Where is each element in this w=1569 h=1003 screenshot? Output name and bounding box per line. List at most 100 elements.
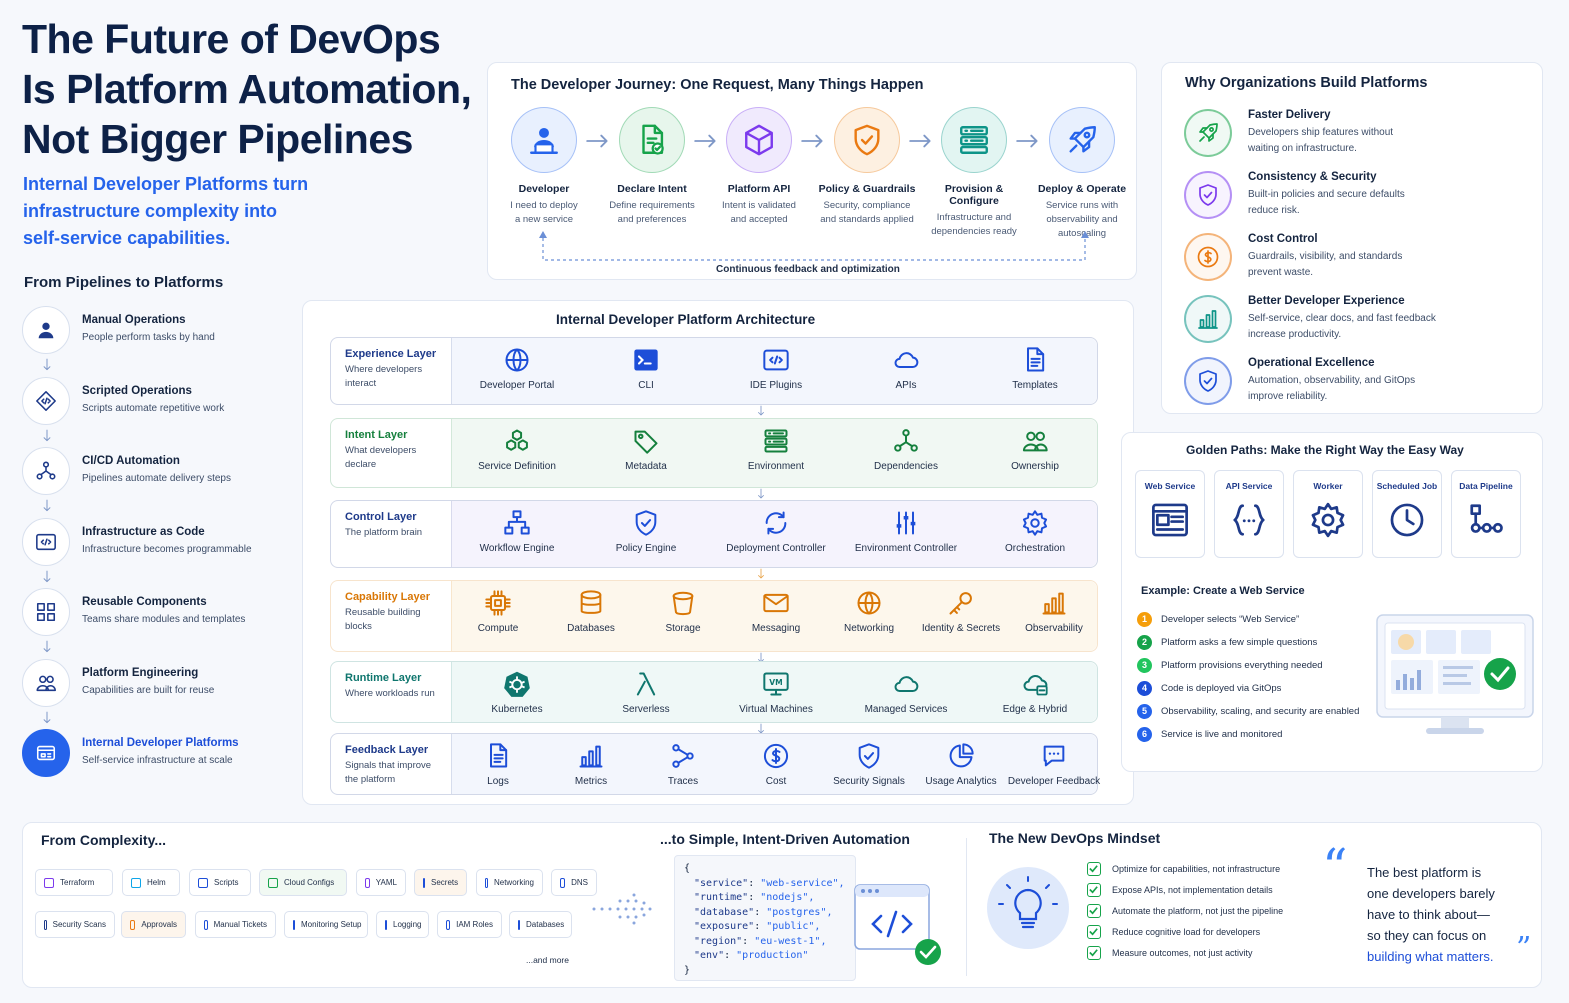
layer-item: Templates — [980, 346, 1090, 392]
layer-item-label: Metadata — [625, 461, 667, 472]
layer-item: Security Signals — [814, 742, 924, 788]
arrow-down-icon — [755, 568, 767, 580]
layer-item: VM Virtual Machines — [721, 670, 831, 716]
bucket-icon — [628, 589, 738, 617]
layer-name: Intent Layer — [345, 429, 408, 441]
step-number: 5 — [1137, 704, 1152, 719]
chip-label: Security Scans — [52, 920, 106, 929]
layer-item-label: Edge & Hybrid — [1002, 704, 1068, 715]
mindset-item-text: Optimize for capabilities, not infrastru… — [1112, 864, 1281, 874]
complexity-chip: DNS — [551, 869, 597, 896]
chip-icon — [268, 877, 278, 888]
check-icon — [1087, 946, 1101, 960]
golden-path-card[interactable]: Data Pipeline — [1451, 470, 1521, 558]
blocks-icon — [22, 588, 70, 636]
chip-label: Cloud Configs — [284, 878, 335, 887]
code-value: "nodejs", — [760, 892, 815, 903]
code-diamond-icon — [22, 377, 70, 425]
sliders-icon — [851, 509, 961, 537]
code-value: "postgres", — [766, 906, 833, 918]
mindset-item-text: Expose APIs, not implementation details — [1112, 885, 1273, 895]
complexity-chip: Security Scans — [35, 911, 115, 938]
graph-icon — [851, 427, 961, 455]
feedback-loop-label: Continuous feedback and optimization — [710, 264, 906, 275]
chip-label: Scripts — [214, 878, 239, 887]
mindset-item-text: Automate the platform, not just the pipe… — [1112, 906, 1284, 916]
code-window-icon — [22, 518, 70, 566]
bar-chart-icon — [999, 589, 1109, 617]
chip-label: Networking — [493, 878, 534, 887]
why-item-desc-line: waiting on infrastructure. — [1248, 143, 1357, 154]
svg-text:VM: VM — [769, 678, 782, 687]
layer-item-label: Security Signals — [833, 776, 905, 787]
layer-item-label: Kubernetes — [491, 704, 543, 715]
layer-item: Identity & Secrets — [906, 589, 1016, 635]
chip-label: Secrets — [431, 878, 459, 887]
globe-icon — [462, 346, 572, 374]
golden-path-card[interactable]: API Service — [1214, 470, 1284, 558]
layer-item-label: Virtual Machines — [739, 704, 813, 715]
layer-item-label: Compute — [477, 623, 519, 634]
chip-icon — [130, 919, 136, 930]
chip-icon — [365, 877, 370, 888]
journey-step-title: Policy & Guardrails — [818, 183, 916, 195]
shield-check-icon — [1184, 171, 1232, 219]
lightbulb-icon — [987, 867, 1069, 949]
chip-icon — [131, 877, 141, 888]
mindset-quote: The best platform is one developers bare… — [1367, 862, 1547, 967]
layer-item-label: Storage — [665, 623, 701, 634]
golden-path-card[interactable]: Scheduled Job — [1372, 470, 1442, 558]
chip-label: Helm — [147, 878, 166, 887]
journey-step-desc-line: Infrastructure and — [936, 212, 1012, 223]
layer-item: CLI — [591, 346, 701, 392]
layer-item: Traces — [628, 742, 738, 788]
layer-item: Developer Feedback — [999, 742, 1109, 788]
layer-item: Deployment Controller — [721, 509, 831, 555]
golden-path-card[interactable]: Web Service — [1135, 470, 1205, 558]
layer-item: Ownership — [980, 427, 1090, 473]
why-platforms-panel: Why Organizations Build Platforms — [1161, 62, 1543, 414]
arrow-down-icon — [755, 405, 767, 417]
complexity-chip: IAM Roles — [437, 911, 502, 938]
quote-line: have to think about— — [1367, 907, 1490, 922]
timeline-item-desc: Teams share modules and templates — [82, 614, 246, 625]
code-lines: "service": "web-service","runtime": "nod… — [684, 877, 855, 964]
why-item-desc: Self-service, clear docs, and fast feedb… — [1248, 311, 1478, 343]
feedback-loop-line — [539, 231, 1089, 261]
chip-label: Monitoring Setup — [301, 920, 362, 929]
chip-icon — [44, 877, 54, 888]
layer-item: Dependencies — [851, 427, 961, 473]
shield-check-icon — [1184, 357, 1232, 405]
layer-item-label: IDE Plugins — [749, 380, 803, 391]
golden-path-card[interactable]: Worker — [1293, 470, 1363, 558]
check-icon — [1087, 925, 1101, 939]
code-line: "env": "production" — [694, 950, 809, 961]
layer-desc: Where workloads run — [345, 687, 451, 701]
journey-step-desc-line: Service runs with — [1045, 200, 1119, 211]
timeline-item-desc: People perform tasks by hand — [82, 332, 215, 343]
complexity-chip: Cloud Configs — [259, 869, 347, 896]
code-window-check-icon — [854, 884, 941, 965]
layer-item: Messaging — [721, 589, 831, 635]
why-item-desc-line: improve reliability. — [1248, 391, 1328, 402]
cloud-icon — [851, 346, 961, 374]
chip-icon — [293, 919, 295, 930]
